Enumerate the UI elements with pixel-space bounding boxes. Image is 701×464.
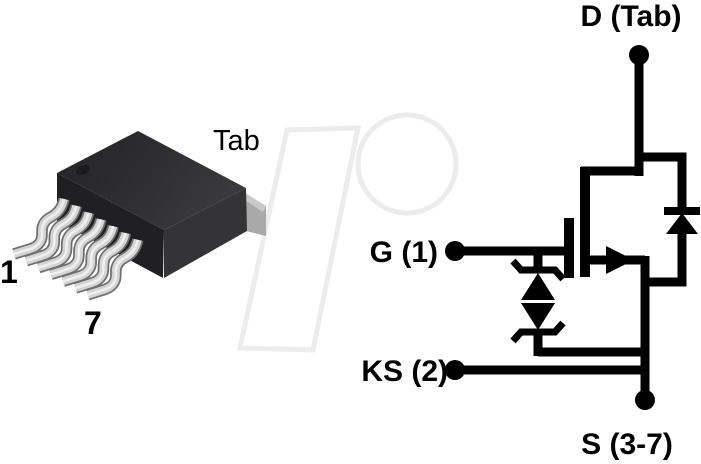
kelvin-source-terminal-dot: [445, 360, 465, 380]
package-illustration: [14, 131, 266, 295]
source-label: S (3-7): [581, 428, 673, 461]
pin1-dimple: [76, 164, 90, 176]
package-tab-label: Tab: [213, 125, 260, 157]
drain-terminal-dot: [629, 45, 649, 65]
gate-terminal-dot: [445, 241, 465, 261]
body-diode-bottom-wire: [641, 232, 687, 287]
package-body-top: [57, 131, 246, 230]
watermark: [236, 112, 459, 353]
pin-1-label: 1: [0, 254, 18, 290]
source-terminal-dot: [635, 390, 655, 410]
body-diode-top-wire: [639, 152, 687, 209]
body-diode-triangle: [666, 213, 698, 234]
kelvin-source-label: KS (2): [361, 355, 448, 388]
drain-label: D (Tab): [580, 0, 681, 33]
package-body-right: [164, 188, 247, 278]
mosfet-arrow: [606, 246, 634, 274]
watermark-bar: [236, 125, 362, 353]
pin-7-label: 7: [84, 305, 102, 341]
zener2-triangle: [521, 303, 555, 330]
package-metal-tab-top: [243, 193, 266, 212]
zener1-triangle: [521, 273, 555, 300]
mosfet-schematic: [445, 45, 700, 410]
watermark-circle: [355, 112, 459, 216]
gate-label: G (1): [370, 236, 438, 269]
zener1-cathode-bar: [510, 258, 566, 282]
